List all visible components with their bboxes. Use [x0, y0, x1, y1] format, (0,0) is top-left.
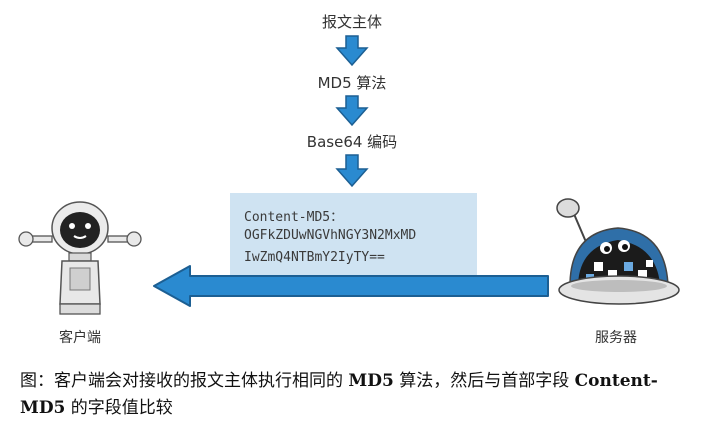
content-md5-header: Content-MD5： [244, 210, 344, 225]
down-arrow-icon [335, 35, 369, 67]
content-md5-value-line1: OGFkZDUwNGVhNGY3N2MxMD [244, 228, 417, 243]
left-arrow-icon [153, 265, 549, 307]
client-robot-icon [18, 201, 142, 315]
figure-caption: 图：客户端会对接收的报文主体执行相同的 MD5 算法，然后与首部字段 Conte… [20, 368, 690, 422]
server-robot-icon [556, 198, 680, 305]
step-label-base64: Base64 编码 [306, 133, 398, 151]
down-arrow-icon [335, 154, 369, 188]
server-label: 服务器 [595, 330, 637, 346]
caption-content-md5: Content-MD5 [20, 371, 658, 418]
content-md5-value-line2: IwZmQ4NTBmY2IyTY== [244, 250, 385, 265]
down-arrow-icon [335, 95, 369, 127]
client-label: 客户端 [59, 330, 101, 346]
step-label-body: 报文主体 [321, 13, 382, 31]
content-md5-box: Content-MD5： OGFkZDUwNGVhNGY3N2MxMD IwZm… [230, 193, 477, 276]
caption-md5: MD5 [348, 371, 394, 391]
caption-part3: 的字段值比较 [65, 398, 173, 418]
step-label-md5: MD5 算法 [317, 74, 387, 92]
caption-part1: 图：客户端会对接收的报文主体执行相同的 [20, 371, 349, 391]
caption-part2: 算法，然后与首部字段 [393, 371, 575, 391]
